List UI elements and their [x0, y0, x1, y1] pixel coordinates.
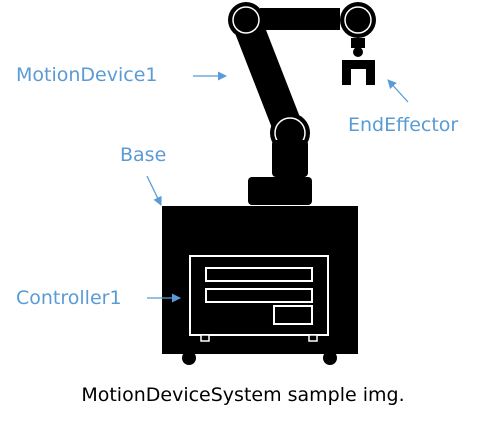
wheel-right [323, 351, 337, 365]
top-link [260, 8, 340, 30]
label-end-effector: EndEffector [348, 114, 459, 136]
diagram-caption: MotionDeviceSystem sample img. [81, 384, 405, 406]
panel-slot-top [205, 267, 313, 282]
wheel-left [182, 351, 196, 365]
arm-column [272, 140, 308, 177]
panel-foot-right [308, 334, 318, 342]
end-effector-gripper [342, 38, 375, 85]
arrow-base [146, 175, 162, 206]
panel-display [273, 305, 313, 325]
gripper-finger-right [366, 66, 375, 85]
label-controller: Controller1 [16, 287, 122, 309]
annotation-arrows [146, 71, 409, 303]
label-motion-device: MotionDevice1 [16, 64, 158, 86]
arm-mount [248, 177, 312, 205]
robot-arm [228, 2, 376, 205]
label-base: Base [120, 144, 167, 166]
gripper-palm [342, 60, 375, 69]
gripper-neck [351, 38, 365, 48]
panel-foot-left [200, 334, 210, 342]
controller-cabinet [162, 206, 358, 365]
gripper-finger-left [342, 66, 351, 85]
arrow-end-effector [387, 79, 409, 103]
panel-slot-bottom [205, 288, 313, 303]
